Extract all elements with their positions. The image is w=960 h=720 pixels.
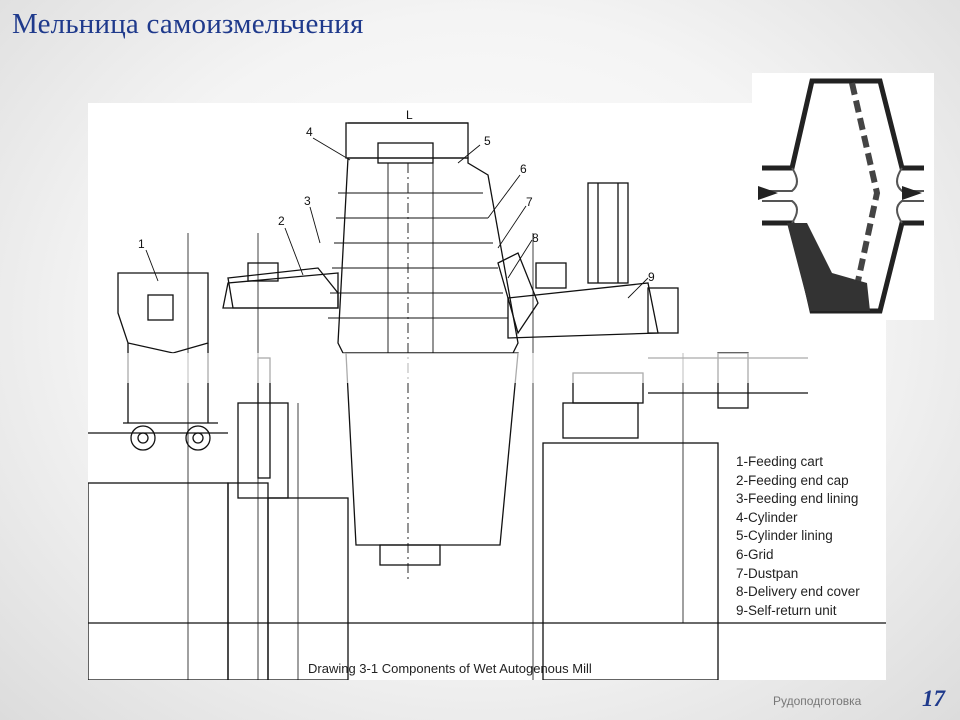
component-legend: 1-Feeding cart 2-Feeding end cap 3-Feedi… [736, 453, 860, 620]
outlet-arrow-icon [902, 186, 922, 200]
callout-4: 4 [306, 125, 313, 139]
drawing-caption: Drawing 3-1 Components of Wet Autogenous… [308, 661, 592, 676]
callout-1: 1 [138, 237, 145, 251]
feeding-cart [117, 272, 209, 354]
legend-item: 5-Cylinder lining [736, 528, 833, 544]
callout-6: 6 [520, 162, 527, 176]
flow-schematic-svg [758, 78, 924, 314]
callout-8: 8 [532, 231, 539, 245]
page-number: 17 [922, 686, 945, 711]
legend-item: 1-Feeding cart [736, 454, 824, 469]
legend-item: 7-Dustpan [736, 565, 799, 581]
footer-text: Рудоподготовка [773, 694, 862, 708]
legend-item: 9-Self-return unit [736, 602, 837, 618]
legend-item: 2-Feeding end cap [736, 472, 849, 488]
drum-upper [337, 157, 519, 354]
legend-item: 6-Grid [736, 546, 774, 562]
flow-schematic-inset [752, 73, 934, 320]
inlet-arrow-icon [758, 186, 778, 200]
callout-7: 7 [526, 195, 533, 209]
callout-2: 2 [278, 214, 285, 228]
legend-item: 3-Feeding end lining [736, 491, 859, 507]
slide-title: Мельница самоизмельчения [12, 8, 364, 40]
callout-3: 3 [304, 194, 311, 208]
dimension-label: L [406, 108, 413, 122]
mill-drawing-svg: 1 2 3 4 5 6 7 8 9 L [88, 108, 886, 680]
callout-5: 5 [484, 134, 491, 148]
right-foundation [542, 442, 719, 680]
legend-item: 8-Delivery end cover [736, 584, 860, 600]
callout-9: 9 [648, 270, 655, 284]
legend-item: 4-Cylinder [736, 509, 798, 525]
left-foundation [88, 482, 229, 680]
